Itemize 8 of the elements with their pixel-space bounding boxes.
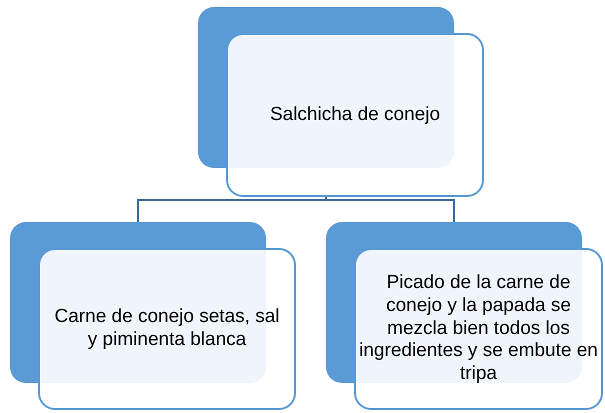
connector-line [137, 197, 327, 222]
stacked-text-card [198, 7, 484, 197]
card-text: Salchicha de conejo [270, 104, 440, 126]
connector-line [325, 197, 455, 222]
card-text: Carne de conejo setas, sal y piminenta blanca [54, 306, 280, 352]
card-text: Picado de la carne de conejo y la papada se mezcla bien todos los ingredientes y se embute en tripa [358, 272, 599, 386]
stacked-text-card [10, 222, 296, 410]
stacked-text-card [326, 222, 604, 410]
